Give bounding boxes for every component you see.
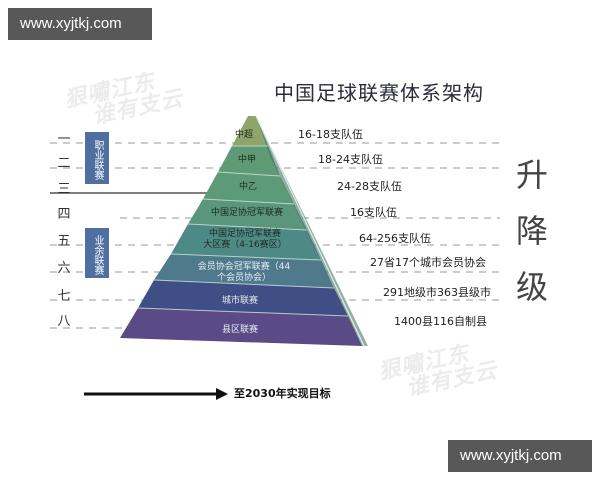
teams-label-4: 16支队伍: [350, 206, 397, 219]
tier-label-6: 会员协会冠军联赛（44 个会员协会）: [198, 262, 290, 284]
level-number-3: 三: [57, 182, 71, 197]
tier-label-5: 中国足协冠军联赛 大区赛（4-16赛区）: [203, 229, 286, 251]
tier-label-2: 中甲: [237, 155, 257, 165]
watermark-url-bottom: www.xyjtkj.com: [448, 440, 592, 472]
tier-label-1: 中超: [234, 130, 254, 140]
teams-label-2: 18-24支队伍: [318, 153, 383, 166]
tier-label-8: 县区联赛: [221, 325, 259, 335]
level-number-1: 一: [57, 132, 71, 147]
level-number-8: 八: [57, 314, 71, 329]
teams-label-1: 16-18支队伍: [298, 128, 363, 141]
diagram-title: 中国足球联赛体系架构: [274, 81, 484, 105]
teams-label-3: 24-28支队伍: [337, 180, 402, 193]
pyramid-edge-highlight: [255, 115, 365, 347]
level-number-4: 四: [57, 207, 71, 222]
pyramid-tiers: [120, 116, 362, 346]
pyramid-side-face: [256, 116, 368, 346]
watermark-url-top: www.xyjtkj.com: [8, 8, 152, 40]
amateur-league-box: 业余联赛: [85, 228, 109, 278]
promotion-char-1: 升: [515, 156, 548, 194]
tier-label-5-line2: 大区赛（4-16赛区）: [203, 240, 287, 250]
tier-label-3: 中乙: [238, 182, 258, 192]
goal-2030-label: 至2030年实现目标: [234, 387, 331, 400]
tier-label-6-line2: 个会员协会）: [216, 273, 272, 283]
tier-separators: [137, 145, 349, 317]
arrow-head-icon: [216, 388, 228, 400]
tier-label-6-line1: 会员协会冠军联赛（44: [197, 262, 291, 272]
level-number-2: 二: [57, 156, 71, 171]
level-number-6: 六: [57, 261, 71, 276]
tier-label-5-line1: 中国足协冠军联赛: [208, 229, 281, 239]
level-number-7: 七: [57, 289, 71, 304]
professional-league-box: 职业联赛: [85, 132, 109, 184]
teams-label-5: 64-256支队伍: [359, 232, 431, 245]
teams-label-7: 291地级市363县级市: [383, 286, 491, 299]
promotion-char-2: 降: [515, 212, 548, 250]
tier-label-4: 中国足协冠军联赛: [210, 208, 284, 218]
promotion-char-3: 级: [515, 268, 548, 306]
level-number-5: 五: [57, 234, 71, 249]
teams-label-6: 27省17个城市会员协会: [370, 256, 486, 269]
tier-label-7: 城市联赛: [221, 296, 259, 306]
teams-label-8: 1400县116自制县: [394, 315, 487, 328]
